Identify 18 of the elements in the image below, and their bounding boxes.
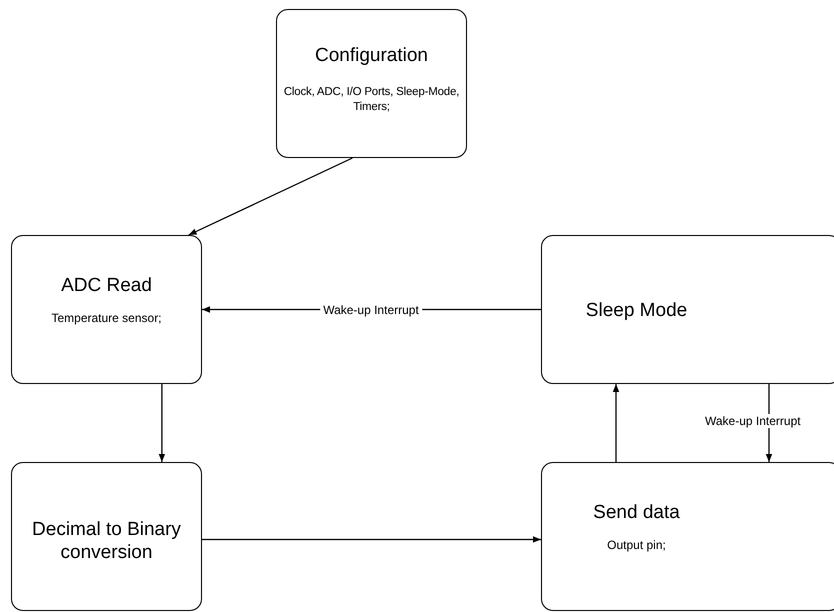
node-title: Configuration bbox=[314, 44, 428, 67]
process-box bbox=[541, 235, 834, 384]
arrow bbox=[612, 384, 620, 462]
arrow bbox=[188, 157, 353, 236]
node-title: Send data bbox=[593, 501, 680, 524]
arrow bbox=[158, 384, 166, 462]
node-description: Output pin; bbox=[607, 538, 666, 553]
process-box bbox=[276, 9, 467, 158]
process-box bbox=[11, 462, 202, 611]
node-title: Sleep Mode bbox=[586, 299, 688, 322]
node-description: Temperature sensor; bbox=[51, 311, 162, 326]
node-title: Decimal to Binary conversion bbox=[31, 518, 182, 564]
edge-label: Wake-up Interrupt bbox=[320, 303, 422, 317]
node-title: ADC Read bbox=[61, 274, 152, 297]
process-box bbox=[11, 235, 202, 384]
arrow bbox=[202, 536, 541, 543]
process-box bbox=[541, 462, 834, 611]
node-description: Clock, ADC, I/O Ports, Sleep-Mode, Timers; bbox=[282, 85, 460, 115]
